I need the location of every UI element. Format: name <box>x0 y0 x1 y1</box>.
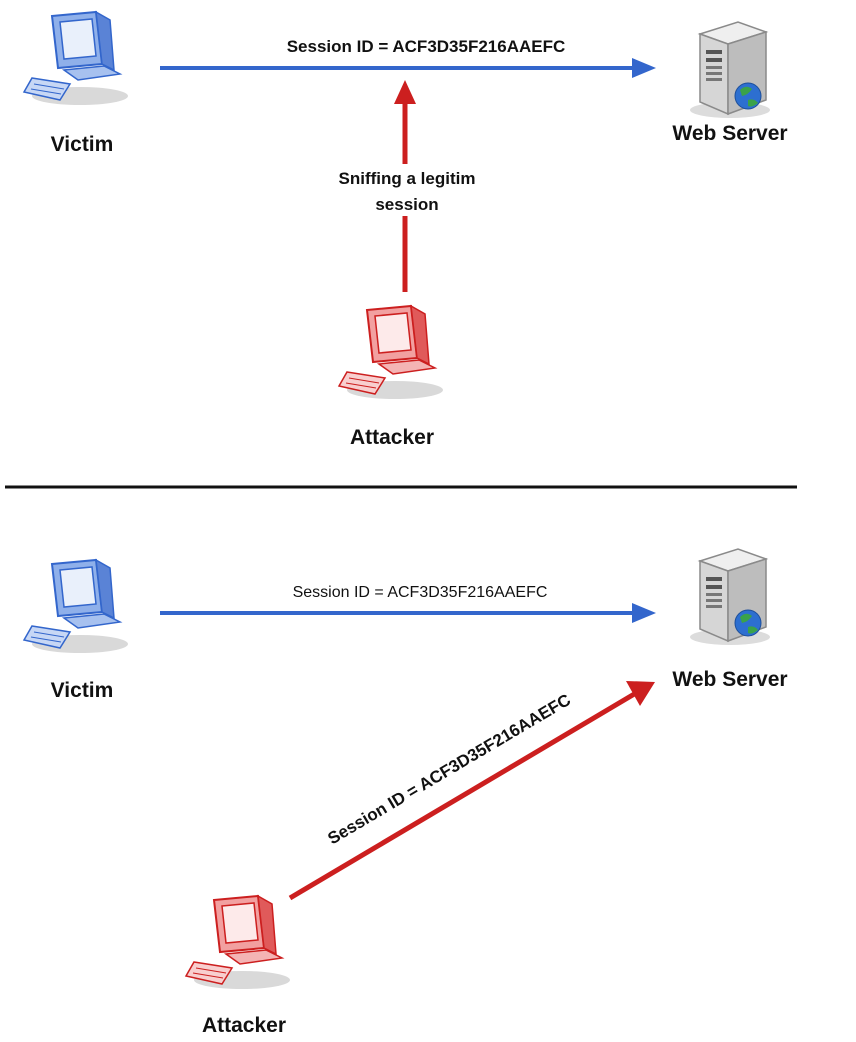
legit-session-arrowhead <box>632 603 656 623</box>
sniffing-label-line1: Sniffing a legitim <box>339 169 476 188</box>
web-server-label: Web Server <box>672 668 787 691</box>
hijack-arrow <box>288 690 638 901</box>
attacker-label: Attacker <box>202 1014 286 1037</box>
session-id-label: Session ID = ACF3D35F216AAEFC <box>293 584 548 601</box>
attacker-label: Attacker <box>350 426 434 449</box>
scene-2: Victim Web Server Session ID = ACF3D35F2… <box>23 548 788 1037</box>
sniffing-label-line2: session <box>375 195 438 214</box>
victim-computer-icon <box>23 11 129 106</box>
web-server-label: Web Server <box>672 122 787 145</box>
victim-label: Victim <box>51 679 114 702</box>
session-id-label: Session ID = ACF3D35F216AAEFC <box>287 37 566 56</box>
sniffing-arrowhead <box>394 80 416 104</box>
web-server-icon <box>689 548 771 646</box>
legit-session-arrowhead <box>632 58 656 78</box>
hijack-arrowhead <box>626 681 655 706</box>
attacker-computer-icon <box>185 895 291 990</box>
victim-label: Victim <box>51 133 114 156</box>
scene-1: Victim Web Server Session ID = ACF3D35F2… <box>23 11 788 449</box>
attacker-computer-icon <box>338 305 444 400</box>
hijack-session-id-label: Session ID = ACF3D35F216AAEFC <box>324 690 573 848</box>
victim-computer-icon <box>23 559 129 654</box>
web-server-icon <box>689 21 771 119</box>
